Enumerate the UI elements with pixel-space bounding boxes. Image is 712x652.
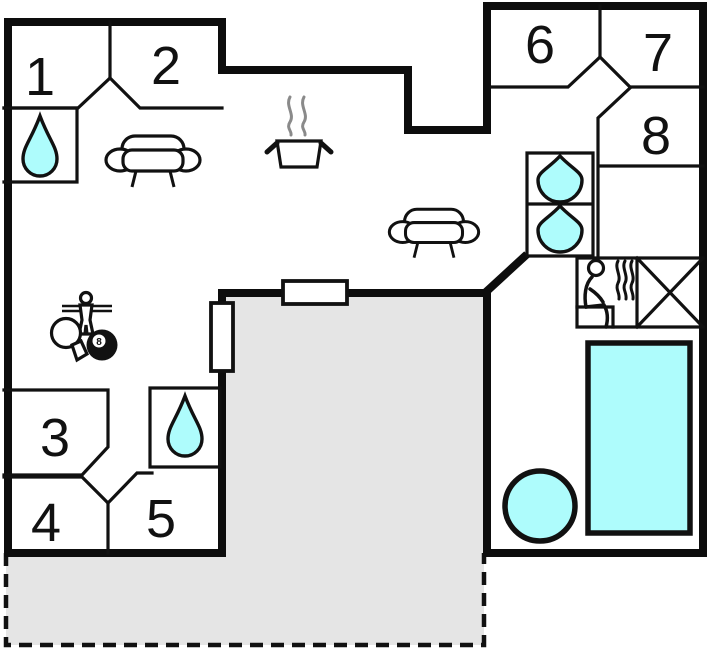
room-8-box: [596, 85, 705, 258]
door-window-terrace-left: [209, 301, 235, 373]
sauna-icon: [575, 256, 705, 329]
swimming-pool: [585, 340, 693, 536]
patio-dashed-border: [3, 553, 487, 648]
sofa-icon-center: [387, 207, 481, 260]
room-label-5: 5: [146, 489, 176, 549]
water-drop-icon-shower-upper: [536, 153, 584, 204]
door-window-terrace-top: [281, 279, 349, 306]
room-6-box: [489, 4, 602, 89]
water-drop-icon-room5: [166, 391, 204, 458]
room-2-box: [107, 75, 224, 110]
terrace-area: [6, 297, 484, 645]
billiard-ball-number: 8: [96, 337, 102, 348]
room-label-7: 7: [643, 23, 673, 83]
room-5-bath-box: [148, 386, 222, 469]
hot-tub: [502, 468, 578, 544]
sofa-icon-left: [104, 134, 202, 189]
water-drop-icon-room1: [21, 111, 59, 178]
room-1-bath-box: [2, 106, 79, 184]
foosball-icon: [62, 290, 112, 336]
table-tennis-icon: [49, 316, 90, 363]
room-label-4: 4: [31, 493, 61, 553]
room-3-box: [2, 388, 110, 477]
room-label-1: 1: [25, 47, 55, 107]
sauna-heater-cross-icon: [634, 255, 706, 330]
billiard-8-ball-icon: 8: [86, 329, 118, 361]
room-label-2: 2: [151, 36, 181, 96]
room-label-8: 8: [641, 106, 671, 166]
room-5-box: [105, 471, 154, 506]
room-1-box: [2, 20, 112, 110]
room-label-6: 6: [525, 15, 555, 75]
outer-walls: [4, 2, 707, 557]
stove-icon: [264, 95, 334, 169]
water-drop-icon-shower-lower: [536, 203, 584, 254]
room-label-3: 3: [40, 408, 70, 468]
room-4-box: [2, 475, 110, 555]
terrace-walls: [4, 289, 490, 557]
